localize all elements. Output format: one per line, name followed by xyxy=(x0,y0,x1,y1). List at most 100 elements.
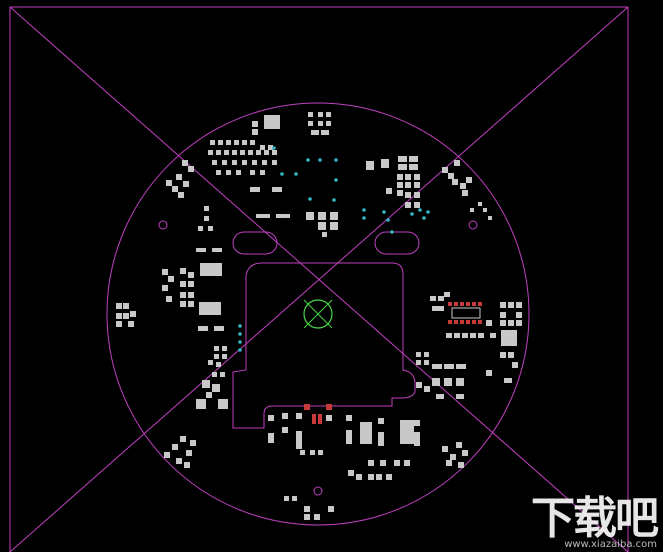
pad xyxy=(330,222,338,230)
pad xyxy=(216,150,221,155)
pad xyxy=(116,321,122,327)
mounting-hole-left xyxy=(158,220,168,230)
via xyxy=(306,158,310,162)
pad xyxy=(268,145,273,150)
pad xyxy=(242,160,247,165)
pad xyxy=(190,440,196,446)
pad xyxy=(318,121,323,126)
pad xyxy=(386,474,392,480)
pad xyxy=(456,394,464,399)
pad xyxy=(172,186,178,192)
pad xyxy=(356,474,362,480)
pad xyxy=(424,360,429,365)
pad xyxy=(199,302,221,315)
via xyxy=(382,210,386,214)
pad xyxy=(168,276,174,282)
pad xyxy=(424,352,429,357)
via xyxy=(294,172,298,176)
pad xyxy=(304,506,310,512)
pad xyxy=(234,140,239,145)
pad xyxy=(500,320,506,326)
pad xyxy=(116,313,122,319)
pad xyxy=(405,202,411,208)
pad xyxy=(414,182,420,188)
pad xyxy=(452,179,458,185)
highlighted-pad xyxy=(478,302,482,306)
via xyxy=(238,348,242,352)
watermark-logo: 下载吧 xyxy=(531,493,659,544)
pad xyxy=(416,382,422,388)
pad xyxy=(460,183,466,189)
pad xyxy=(512,362,518,368)
pad xyxy=(214,346,219,351)
pad xyxy=(268,415,274,421)
pad xyxy=(380,460,386,466)
pad xyxy=(432,306,438,311)
pad xyxy=(180,301,186,307)
pad xyxy=(130,311,136,317)
pad xyxy=(242,140,247,145)
pad xyxy=(478,333,484,338)
pad xyxy=(220,372,225,377)
mounting-hole-bottom xyxy=(313,486,323,496)
pad xyxy=(398,164,407,170)
pad xyxy=(486,320,492,326)
pad xyxy=(224,150,229,155)
pad xyxy=(264,150,269,155)
pad xyxy=(405,174,411,180)
pad xyxy=(516,320,522,326)
pad xyxy=(466,177,472,183)
highlighted-pad xyxy=(466,302,470,306)
pad xyxy=(368,460,374,466)
via xyxy=(422,216,426,220)
via xyxy=(272,146,276,150)
pad xyxy=(326,415,332,421)
pad xyxy=(397,190,403,196)
pad xyxy=(454,333,460,338)
highlighted-pad xyxy=(448,302,452,306)
mounting-hole-right xyxy=(468,220,478,230)
pad xyxy=(202,380,210,388)
pad xyxy=(442,446,448,452)
highlighted-pad xyxy=(304,404,310,410)
highlighted-pad xyxy=(466,320,470,324)
highlighted-pad xyxy=(312,414,316,424)
pad xyxy=(432,364,442,369)
pad xyxy=(318,112,323,117)
pad xyxy=(252,160,257,165)
pad xyxy=(405,182,411,188)
pad xyxy=(222,160,227,165)
pad xyxy=(284,496,289,501)
origin-marker[interactable] xyxy=(303,299,333,329)
pad xyxy=(456,364,466,369)
watermark: 下载吧 www.xiazaiba.com xyxy=(531,493,659,551)
pad xyxy=(504,378,512,383)
origin-cross-b xyxy=(303,299,333,329)
pad xyxy=(252,121,258,127)
pad xyxy=(444,364,454,369)
via xyxy=(332,198,336,202)
pad xyxy=(456,442,462,448)
highlighted-pads xyxy=(304,302,482,424)
pad xyxy=(458,462,464,468)
pad xyxy=(188,292,194,298)
pad xyxy=(405,192,411,198)
pad xyxy=(318,212,326,220)
pad xyxy=(446,460,452,466)
pad xyxy=(272,160,277,165)
pad xyxy=(322,232,327,237)
pad xyxy=(256,150,261,155)
pad xyxy=(462,333,468,338)
pad xyxy=(438,306,444,311)
pad xyxy=(409,164,418,170)
pad xyxy=(128,321,134,327)
pad xyxy=(330,212,338,220)
pad xyxy=(308,121,313,126)
pad xyxy=(166,180,172,186)
highlighted-pad xyxy=(460,320,464,324)
pad xyxy=(272,150,277,155)
via xyxy=(308,197,312,201)
via-array xyxy=(238,146,430,352)
highlighted-pad xyxy=(448,320,452,324)
